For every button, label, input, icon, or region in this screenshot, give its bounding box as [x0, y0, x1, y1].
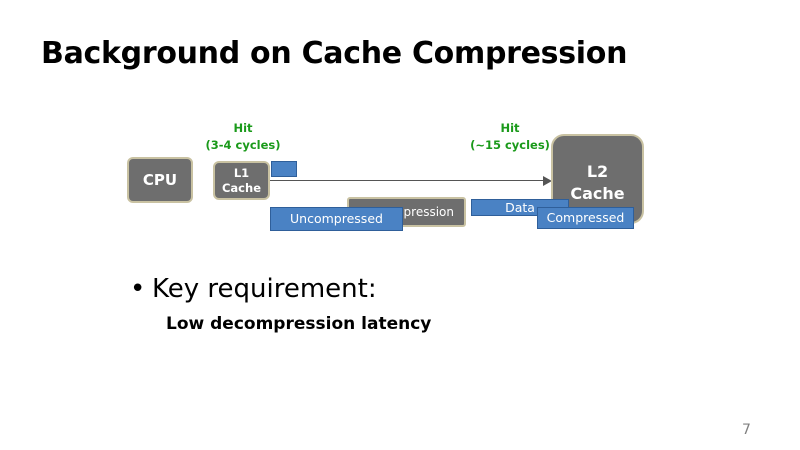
l1-hit-latency: (3-4 cycles) [205, 138, 281, 152]
slide-title: Background on Cache Compression [41, 36, 628, 71]
l1-cache-label-line2: Cache [221, 181, 261, 195]
sub-point-low-latency: Low decompression latency [166, 314, 432, 334]
l1-hit-label: Hit [233, 121, 253, 135]
l1-cache-label-line1: L1 [233, 166, 250, 180]
uncompressed-block: Uncompressed [270, 207, 403, 231]
page-number: 7 [742, 422, 751, 438]
data-block-small [271, 161, 297, 177]
request-arrow-head [543, 176, 552, 186]
l2-hit-label: Hit [500, 121, 520, 135]
l2-hit-latency: (~15 cycles) [470, 138, 550, 152]
l1-cache-box: L1 Cache [213, 161, 270, 200]
bullet-text: Key requirement: [152, 274, 377, 304]
l1-hit-annotation: Hit (3-4 cycles) [203, 120, 283, 154]
bullet-dot: • [130, 274, 146, 304]
bullet-key-requirement: •Key requirement: [130, 274, 377, 304]
request-arrow-line [270, 180, 548, 181]
cpu-box: CPU [127, 157, 193, 203]
compressed-block: Compressed [537, 207, 634, 229]
l2-hit-annotation: Hit (~15 cycles) [468, 120, 552, 154]
l2-cache-label-line2: Cache [570, 184, 625, 203]
l2-cache-label-line1: L2 [586, 162, 609, 181]
